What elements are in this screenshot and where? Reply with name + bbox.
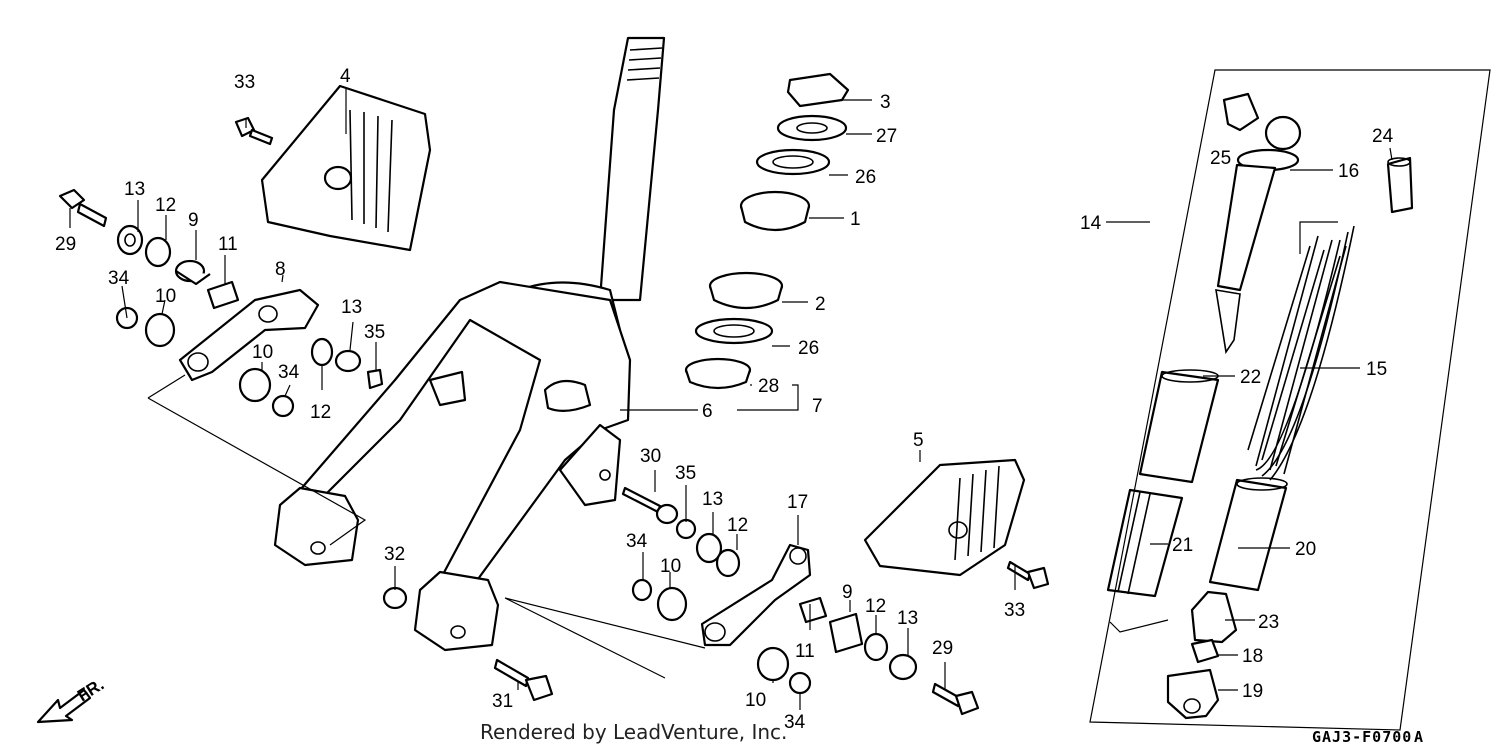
callout-2: 2	[815, 294, 826, 315]
callout-3: 3	[880, 92, 891, 113]
left-link-hardware	[58, 116, 384, 418]
front-arrow-icon	[36, 688, 92, 724]
callout-13-d: 13	[897, 608, 918, 629]
callout-34-c: 34	[626, 531, 648, 552]
callout-26-lower: 26	[798, 338, 819, 359]
callout-25: 25	[1210, 148, 1231, 169]
callout-13-a: 13	[124, 179, 145, 200]
right-link-cover	[863, 458, 1026, 577]
callout-5: 5	[913, 430, 924, 451]
callout-16: 16	[1338, 161, 1359, 182]
callout-34-b: 34	[278, 362, 300, 383]
callout-29-left: 29	[55, 234, 76, 255]
diagram-code-suffix: A	[1414, 728, 1424, 746]
callout-24: 24	[1372, 126, 1394, 147]
callout-11-left: 11	[218, 234, 238, 255]
callout-8: 8	[275, 259, 286, 280]
callout-11-right: 11	[795, 641, 815, 662]
callout-22: 22	[1240, 367, 1261, 388]
callout-28: 28	[758, 376, 779, 397]
callout-7: 7	[812, 396, 823, 417]
callout-18: 18	[1242, 646, 1263, 667]
callout-9-left: 9	[188, 210, 199, 231]
callout-14: 14	[1080, 213, 1102, 234]
callout-30: 30	[640, 446, 661, 467]
callout-1: 1	[850, 209, 861, 230]
callout-32: 32	[384, 544, 405, 565]
callout-12-c: 12	[727, 515, 748, 536]
render-credit: Rendered by LeadVenture, Inc.	[480, 720, 787, 744]
leader-lines	[69, 88, 1393, 710]
callout-31: 31	[492, 691, 513, 712]
callout-23: 23	[1258, 612, 1279, 633]
callout-15: 15	[1366, 359, 1387, 380]
shock-absorber-assembly	[1089, 69, 1491, 731]
callout-9-right: 9	[842, 582, 853, 603]
callout-12-d: 12	[865, 596, 886, 617]
callout-34-d: 34	[784, 712, 806, 733]
callout-6: 6	[702, 401, 713, 422]
callout-29-right: 29	[932, 638, 953, 659]
callout-17: 17	[787, 492, 808, 513]
callout-labels: 1 2 3 4 5 6 7 8 9 9 10 10 10 10 11 11 12…	[55, 66, 1394, 733]
diagram-code: GAJ3-F0700	[1312, 728, 1412, 746]
callout-19: 19	[1242, 681, 1263, 702]
callout-33-left: 33	[234, 72, 255, 93]
callout-13-c: 13	[702, 489, 723, 510]
callout-35-right: 35	[675, 463, 696, 484]
callout-10-d: 10	[745, 690, 766, 711]
callout-35-left: 35	[364, 322, 385, 343]
callout-4: 4	[340, 66, 351, 87]
right-link-hardware	[382, 486, 1050, 716]
front-fork-assembly	[273, 36, 666, 652]
callout-26-upper: 26	[855, 167, 876, 188]
callout-20: 20	[1295, 539, 1316, 560]
callout-27: 27	[876, 126, 897, 147]
left-link-cover	[260, 84, 432, 252]
callout-10-c: 10	[660, 556, 681, 577]
callout-12-a: 12	[155, 195, 176, 216]
steering-bearing-set	[684, 72, 850, 390]
callout-10-b: 10	[252, 342, 273, 363]
callout-21: 21	[1172, 535, 1193, 556]
callout-10-a: 10	[155, 286, 176, 307]
callout-12-b: 12	[310, 402, 331, 423]
callout-34-a: 34	[108, 268, 130, 289]
front-direction-indicator: FR.	[36, 675, 107, 724]
callout-33-right: 33	[1004, 600, 1025, 621]
callout-13-b: 13	[341, 297, 362, 318]
